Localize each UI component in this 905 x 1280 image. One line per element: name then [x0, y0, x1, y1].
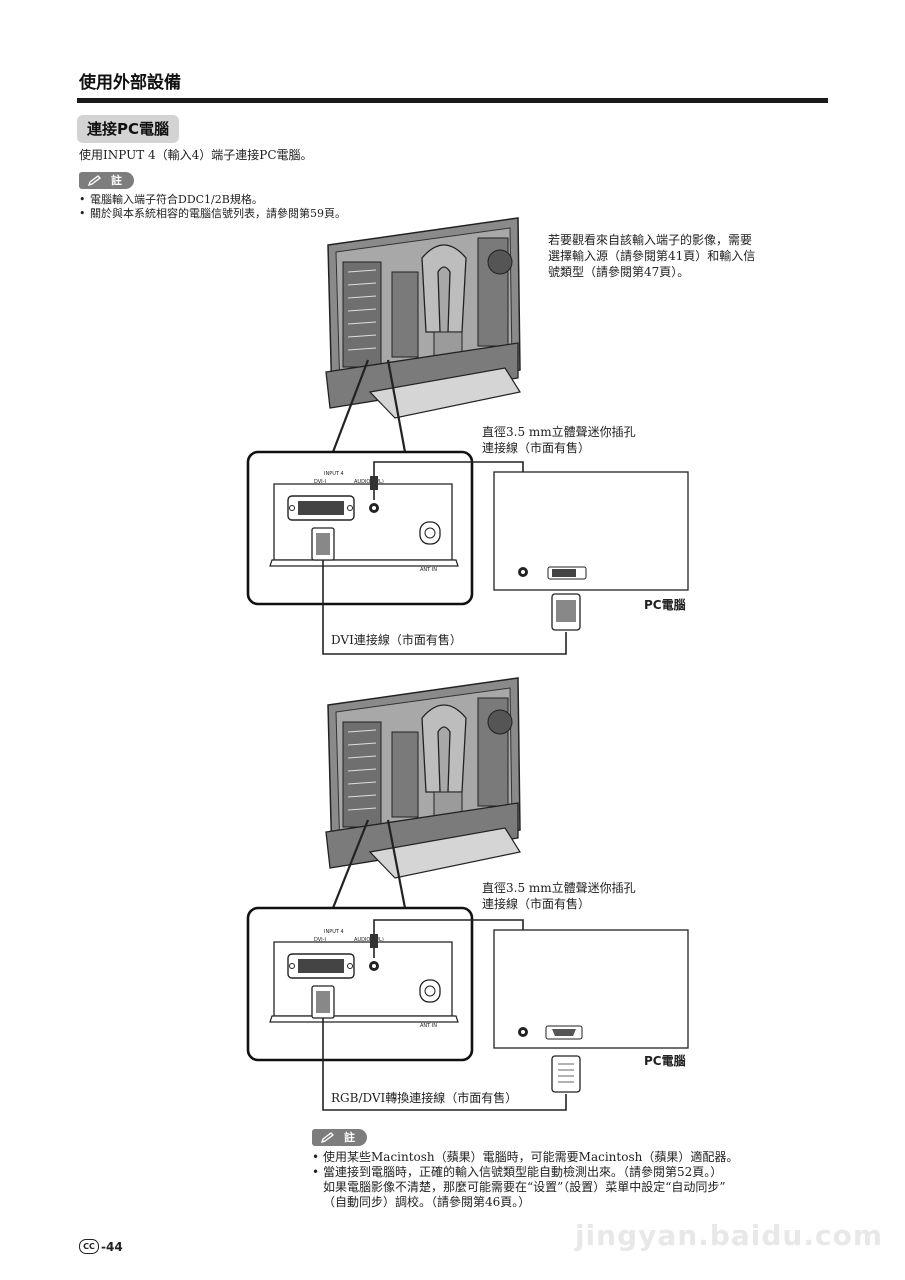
dvi-label: DVI-I [314, 479, 326, 485]
pencil-icon [87, 174, 101, 186]
rgb-cable-caption: RGB/DVI轉換連接線（市面有售） [331, 1091, 518, 1105]
note-item: 關於與本系統相容的電腦信號列表，請參閱第59頁。 [79, 207, 346, 221]
audio-label: AUDIO (R/L) [354, 937, 384, 943]
pc-label-2: PC電腦 [644, 1054, 686, 1068]
note-item: 電腦輸入端子符合DDC1/2B規格。 [79, 193, 346, 207]
ant-label: ANT IN [420, 567, 437, 573]
input-label: INPUT 4 [324, 471, 344, 477]
watermark: jingyan.baidu.com [574, 1219, 883, 1252]
input-label: INPUT 4 [324, 929, 344, 935]
header-rule [77, 98, 828, 103]
page-number-text: -44 [101, 1239, 123, 1254]
tv-rear-view [325, 677, 521, 879]
pencil-icon [320, 1131, 334, 1143]
note-badge-label: 註 [111, 174, 122, 187]
audio-cable-caption-1: 直徑3.5 mm立體聲迷你插孔 連接線（市面有售） [482, 425, 636, 455]
section-title: 連接PC電腦 [77, 115, 180, 143]
cc-icon: CC [79, 1239, 99, 1254]
dvi-cable-caption: DVI連接線（市面有售） [331, 633, 462, 647]
dvi-port [287, 495, 355, 521]
note-item-continued: （自動同步）調校。（請參閱第46頁。） [323, 1195, 531, 1209]
dvi-plug-tv [311, 985, 335, 1019]
note-list-bottom: 使用某些Macintosh（蘋果）電腦時，可能需要Macintosh（蘋果）適配… [312, 1150, 872, 1210]
note-badge-top: 註 [79, 172, 134, 189]
note-item: 當連接到電腦時，正確的輸入信號類型能自動檢測出來。（請參閱第52頁。） [312, 1165, 872, 1180]
ant-label: ANT IN [420, 1023, 437, 1029]
note-badge-bottom: 註 [312, 1129, 367, 1146]
dvi-port [287, 953, 355, 979]
dvi-label: DVI-I [314, 937, 326, 943]
page-header-title: 使用外部設備 [79, 73, 181, 93]
audio-cable-caption-2: 直徑3.5 mm立體聲迷你插孔 連接線（市面有售） [482, 881, 636, 911]
input-select-note: 若要觀看來自該輸入端子的影像，需要 選擇輸入源（請參閱第41頁）和輸入信 號類型… [548, 233, 756, 279]
note-item-continued: 如果電腦影像不清楚，那麼可能需要在“设置”（設置）菜單中設定“自动同步” [323, 1180, 726, 1194]
audio-label: AUDIO (R/L) [354, 479, 384, 485]
dvi-cable [322, 560, 567, 655]
section-intro: 使用INPUT 4（輸入4）端子連接PC電腦。 [79, 148, 313, 162]
page-number: CC -44 [79, 1239, 123, 1254]
note-badge-label: 註 [344, 1131, 355, 1144]
pc-label-1: PC電腦 [644, 598, 686, 612]
note-item: 使用某些Macintosh（蘋果）電腦時，可能需要Macintosh（蘋果）適配… [312, 1150, 872, 1165]
tv-rear-view [325, 217, 521, 419]
note-list-top: 電腦輸入端子符合DDC1/2B規格。 關於與本系統相容的電腦信號列表，請參閱第5… [79, 193, 346, 221]
rgb-dvi-cable [322, 1018, 567, 1111]
